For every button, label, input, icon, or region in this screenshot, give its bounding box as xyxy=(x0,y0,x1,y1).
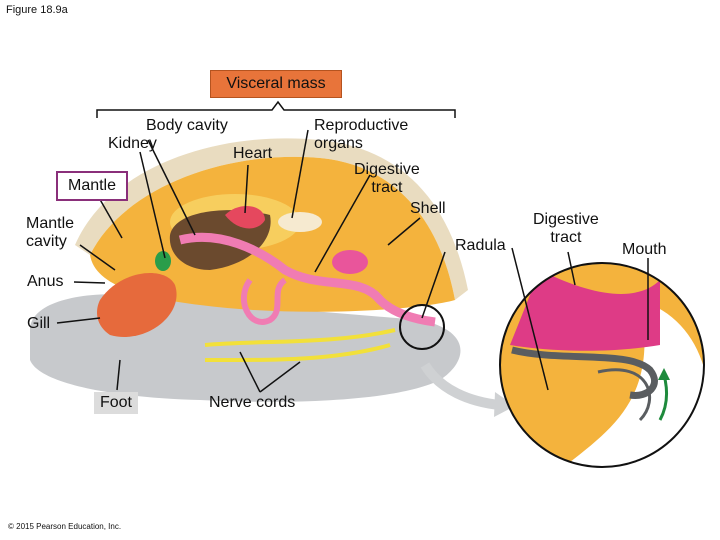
gill-label: Gill xyxy=(27,315,51,332)
inset-circle-border xyxy=(499,262,705,468)
inset-digestive-tract xyxy=(510,270,660,351)
nerve-cord-lower xyxy=(204,343,391,363)
gill-shape xyxy=(97,273,177,337)
copyright-text: © 2015 Pearson Education, Inc. xyxy=(8,522,122,531)
anus-label: Anus xyxy=(27,273,64,290)
gland-green-shape xyxy=(155,251,171,271)
kidney-label: Kidney xyxy=(108,135,157,152)
heart-shape xyxy=(225,205,265,229)
digestive-tract-inset-label: Digestive tract xyxy=(533,211,599,246)
shell-shape xyxy=(75,138,468,300)
digestive-tract-label: Digestive tract xyxy=(354,161,420,196)
figure-title: Figure 18.9a xyxy=(6,4,68,16)
reproductive-organs-shape xyxy=(278,212,322,232)
inset-arrow xyxy=(420,362,501,410)
body-cavity-label: Body cavity xyxy=(146,117,228,134)
leader-lines xyxy=(56,129,649,393)
mouth-region-circle xyxy=(399,304,445,350)
radula-inset xyxy=(500,263,704,467)
visceral-mass-brace xyxy=(96,100,456,118)
inset-white-region xyxy=(560,300,704,467)
heart-label: Heart xyxy=(233,145,273,162)
radula-arrowhead xyxy=(658,368,670,380)
inset-arrowhead xyxy=(494,392,515,417)
mantle-label: Mantle xyxy=(56,171,128,201)
digestive-tract-shape xyxy=(178,232,436,327)
radula-label: Radula xyxy=(455,237,506,254)
digestive-loop-shape xyxy=(241,277,288,325)
nerve-cord-upper xyxy=(204,328,396,347)
visceral-mass-label: Visceral mass xyxy=(210,70,342,98)
foot-label: Foot xyxy=(94,392,138,414)
inset-mouth-curve xyxy=(597,368,652,422)
mantle-cavity-label: Mantle cavity xyxy=(26,215,75,250)
nerve-cords-label: Nerve cords xyxy=(209,394,296,411)
mouth-label: Mouth xyxy=(622,241,667,258)
shell-label: Shell xyxy=(410,200,446,217)
digestive-gland-shape xyxy=(332,250,368,274)
reproductive-organs-label: Reproductive organs xyxy=(314,117,409,152)
